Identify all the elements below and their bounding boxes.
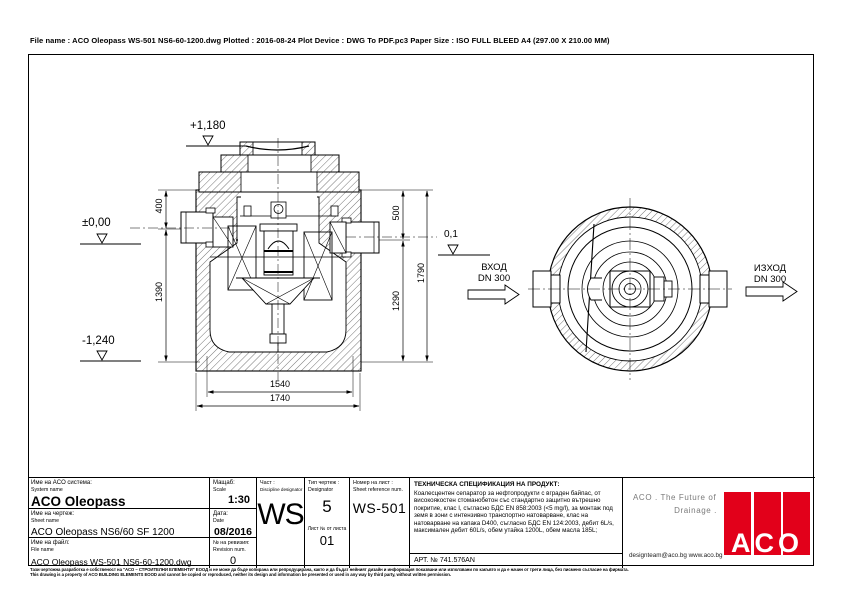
aco-logo-bar <box>783 492 810 555</box>
scale-cell: Мащаб: Scale 1:30 <box>210 478 257 509</box>
inlet-dn: DN 300 <box>477 273 511 284</box>
scale-label-en: Scale <box>213 487 226 493</box>
drawing-type-value: 5 <box>322 497 332 516</box>
outlet-dn: DN 300 <box>753 274 787 285</box>
dim-1390: 1390 <box>154 281 164 303</box>
revision-label-bg: № на ревизия: <box>213 540 250 546</box>
discipline-cell: Част : Discipline designator WS <box>257 478 305 568</box>
discipline-label-bg: Част : <box>260 480 275 486</box>
dim-1540: 1540 <box>269 379 291 389</box>
discipline-label-en: Discipline designator <box>260 487 303 492</box>
aco-logo-text: ACO <box>731 528 803 558</box>
sheet-number-label-bg: Номер на лист : <box>353 480 393 486</box>
revision-label-en: Revision num. <box>213 547 246 553</box>
spec-cell: ТЕХНИЧЕСКА СПЕЦИФИКАЦИЯ НА ПРОДУКТ: Коал… <box>410 478 623 568</box>
system-name-label-en: System name <box>31 487 63 493</box>
sheet-name-value: ACO Oleopass NS6/60 SF 1200 <box>31 527 175 538</box>
sheet-of-value: 01 <box>319 533 335 548</box>
level-top-label: +1,180 <box>190 120 226 132</box>
date-label-bg: Дата: <box>213 511 228 517</box>
drawing-type-label-bg: Тип чертеж : <box>308 480 340 486</box>
aco-logo-bar <box>724 492 751 555</box>
spec-article-number: АРТ. № 741.576AN <box>410 553 622 568</box>
system-name-cell: Име на ACO система: System name ACO Oleo… <box>28 478 210 509</box>
date-label-en: Date <box>213 518 224 524</box>
level-ground-label: ±0,00 <box>82 217 111 229</box>
disclaimer-en: This drawing is a property of ACO BUILDI… <box>30 572 452 577</box>
inlet-label: ВХОД DN 300 <box>468 262 520 284</box>
date-value: 08/2016 <box>214 526 252 538</box>
brand-cell: ACO . The Future of Drainage . designtea… <box>623 478 815 568</box>
file-name-value: ACO Oleopass WS-501 NS6-60-1200.dwg <box>31 557 192 567</box>
aco-logo-bar <box>753 492 781 555</box>
revision-cell: № на ревизия: Revision num. 0 <box>210 538 257 568</box>
brand-slogan: ACO . The Future of Drainage . <box>633 491 721 517</box>
dim-1290: 1290 <box>391 290 401 312</box>
sheet-of-label: Лист № от листа <box>307 526 347 532</box>
plot-file-info: File name : ACO Oleopass WS-501 NS6-60-1… <box>30 36 610 45</box>
date-cell: Дата: Date 08/2016 <box>210 509 257 538</box>
sheet-number-cell: Номер на лист : Sheet reference num. WS-… <box>350 478 410 568</box>
sheet-number-label-en: Sheet reference num. <box>353 487 403 493</box>
dim-1790: 1790 <box>416 262 426 284</box>
inlet-name: ВХОД <box>481 262 507 273</box>
spec-body: Коалесцентен сепаратор за нефтопродукти … <box>414 490 614 535</box>
scale-value: 1:30 <box>227 494 250 506</box>
sheet-name-label-bg: Име на чертеж: <box>31 511 75 517</box>
sheet-number-value: WS-501 <box>352 500 407 516</box>
sheet-name-label-en: Sheet name <box>31 518 59 524</box>
spec-title: ТЕХНИЧЕСКА СПЕЦИФИКАЦИЯ НА ПРОДУКТ: <box>414 481 560 488</box>
revision-value: 0 <box>229 555 237 567</box>
title-block: Име на ACO система: System name ACO Oleo… <box>28 477 815 568</box>
system-name-value: ACO Oleopass <box>31 494 126 509</box>
scale-label-bg: Мащаб: <box>213 480 235 486</box>
dim-400: 400 <box>154 198 164 214</box>
system-name-label-bg: Име на ACO система: <box>31 480 92 486</box>
level-bottom-label: -1,240 <box>82 335 115 347</box>
file-name-label-bg: Име на файл: <box>31 540 70 546</box>
disclaimer-bg: Тази чертожна разработка е собственост н… <box>30 567 629 572</box>
sheet-border-frame <box>28 54 814 566</box>
brand-slogan-line2: Drainage . <box>674 506 717 515</box>
aco-logo: ACO <box>724 492 810 558</box>
discipline-value: WS <box>257 498 304 531</box>
outlet-name: ИЗХОД <box>753 263 787 274</box>
dim-500: 500 <box>391 205 401 221</box>
brand-slogan-line1: ACO . The Future of <box>633 493 717 502</box>
drawing-type-cell: Тип чертеж : Designator 5 Лист № от лист… <box>305 478 350 568</box>
dim-1740: 1740 <box>269 393 291 403</box>
brand-contacts: designteam@aco.bg www.aco.bg <box>629 552 723 559</box>
file-name-label-en: File name <box>31 547 54 553</box>
file-name-cell: Име на файл: File name ACO Oleopass WS-5… <box>28 538 210 568</box>
level-outlet-drop-label: 0,1 <box>444 229 458 240</box>
sheet-name-cell: Име на чертеж: Sheet name ACO Oleopass N… <box>28 509 210 538</box>
outlet-label: ИЗХОД DN 300 <box>744 263 796 285</box>
drawing-type-label-en: Designator <box>308 487 334 493</box>
